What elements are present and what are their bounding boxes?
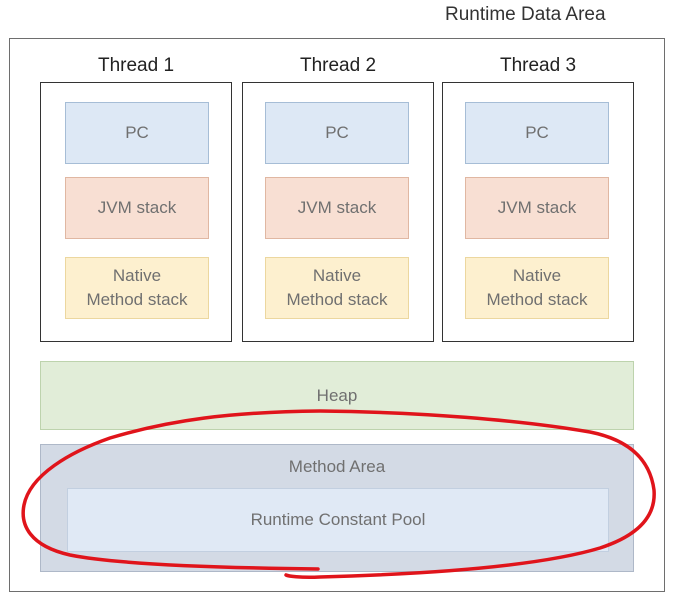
runtime-data-area-title: Runtime Data Area: [445, 4, 606, 25]
thread-3-box: PC JVM stack Native Method stack: [442, 82, 634, 342]
thread-3-pc: PC: [465, 102, 609, 164]
thread-1-box: PC JVM stack Native Method stack: [40, 82, 232, 342]
thread-1-native-method-stack: Native Method stack: [65, 257, 209, 319]
red-circle-stroke: [21, 409, 656, 579]
thread-1-label: Thread 1: [97, 55, 175, 76]
thread-2-native-method-stack: Native Method stack: [265, 257, 409, 319]
runtime-constant-pool: Runtime Constant Pool: [67, 488, 609, 552]
native-line-2: Method stack: [86, 290, 188, 309]
native-line-1: Native: [512, 266, 562, 285]
thread-3-label: Thread 3: [499, 55, 577, 76]
thread-3-native-method-stack: Native Method stack: [465, 257, 609, 319]
method-area-label: Method Area: [288, 457, 386, 476]
native-line-1: Native: [312, 266, 362, 285]
thread-2-pc: PC: [265, 102, 409, 164]
thread-2-box: PC JVM stack Native Method stack: [242, 82, 434, 342]
thread-2-label: Thread 2: [299, 55, 377, 76]
method-area: Method Area Runtime Constant Pool: [40, 444, 634, 572]
heap: Heap: [40, 361, 634, 430]
thread-3-jvm-stack: JVM stack: [465, 177, 609, 239]
native-line-2: Method stack: [486, 290, 588, 309]
native-line-1: Native: [112, 266, 162, 285]
thread-1-pc: PC: [65, 102, 209, 164]
thread-2-jvm-stack: JVM stack: [265, 177, 409, 239]
native-line-2: Method stack: [286, 290, 388, 309]
thread-1-jvm-stack: JVM stack: [65, 177, 209, 239]
